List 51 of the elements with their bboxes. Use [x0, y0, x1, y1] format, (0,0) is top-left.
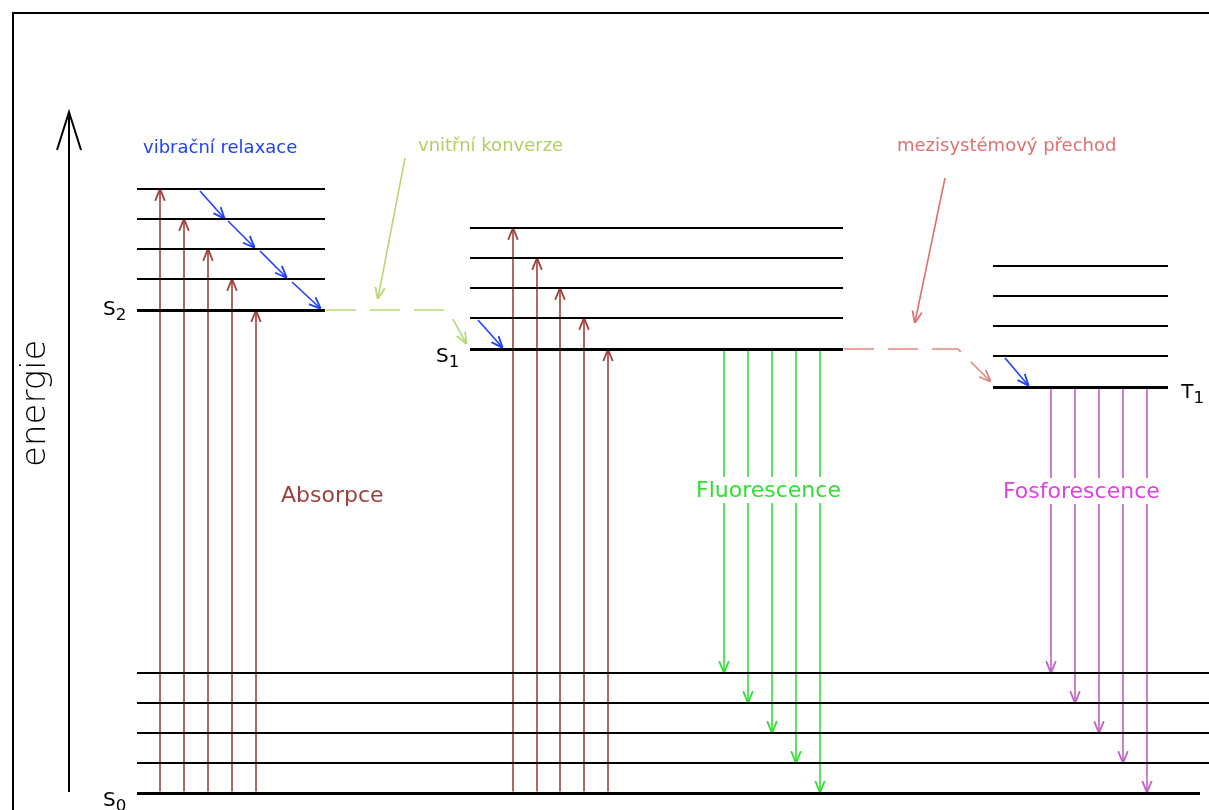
leader-arrow — [911, 177, 946, 325]
transition-arrow — [766, 349, 778, 735]
vibrational-level-line — [993, 295, 1168, 297]
vibrational-level-line — [470, 257, 843, 259]
transition-arrow — [718, 349, 730, 675]
vibrational-level-line — [470, 287, 843, 289]
transition-arrow — [199, 190, 226, 220]
transition-arrow — [259, 250, 288, 279]
transition-arrow — [202, 247, 214, 793]
level-label: S$_{1}$ — [436, 345, 460, 371]
vibrational-level-line — [470, 227, 843, 229]
vibrational-level-line — [993, 265, 1168, 267]
level-label: S$_{2}$ — [103, 298, 127, 324]
transition-arrow — [790, 349, 802, 765]
vibrational-level-line — [137, 732, 1209, 734]
transition-arrow — [250, 309, 262, 793]
transition-arrow — [742, 349, 754, 705]
vibrational-level-line — [470, 317, 843, 319]
vibrational-level-line — [137, 218, 325, 220]
vibrational-level-line — [137, 672, 1209, 674]
transition-arrow — [1004, 357, 1030, 387]
vibrational-level-line — [137, 188, 325, 190]
transition-arrow — [325, 309, 468, 345]
vibrational-level-line — [137, 278, 325, 280]
transition-arrow — [1117, 387, 1129, 765]
transition-arrow — [1141, 387, 1153, 794]
vibrational-level-line — [137, 702, 1209, 704]
transition-arrow — [154, 187, 166, 793]
transition-arrow — [578, 316, 590, 793]
transition-arrow — [227, 220, 256, 249]
vibrational-level-line — [993, 325, 1168, 327]
vibrational-level-line — [137, 248, 325, 250]
annotation-text: vnitřní konverze — [418, 136, 564, 154]
transition-arrow — [602, 348, 614, 793]
level-label: T$_{1}$ — [1181, 381, 1204, 407]
vibrational-level-line — [137, 762, 1209, 764]
leader-arrow — [374, 157, 406, 301]
transition-arrow — [178, 217, 190, 793]
vibrational-level-line — [993, 355, 1168, 357]
annotation-text: mezisystémový přechod — [897, 136, 1117, 154]
transition-arrow — [843, 348, 992, 383]
transition-arrow — [507, 226, 519, 793]
transition-arrow — [1093, 387, 1105, 735]
transition-arrow — [554, 286, 566, 793]
transition-arrow — [291, 281, 322, 310]
transition-arrow — [814, 349, 826, 794]
transition-arrow — [531, 256, 543, 793]
transition-arrow — [226, 277, 238, 793]
transition-arrow — [1069, 387, 1081, 705]
transition-arrow — [1045, 387, 1057, 675]
transition-arrow — [477, 319, 504, 349]
